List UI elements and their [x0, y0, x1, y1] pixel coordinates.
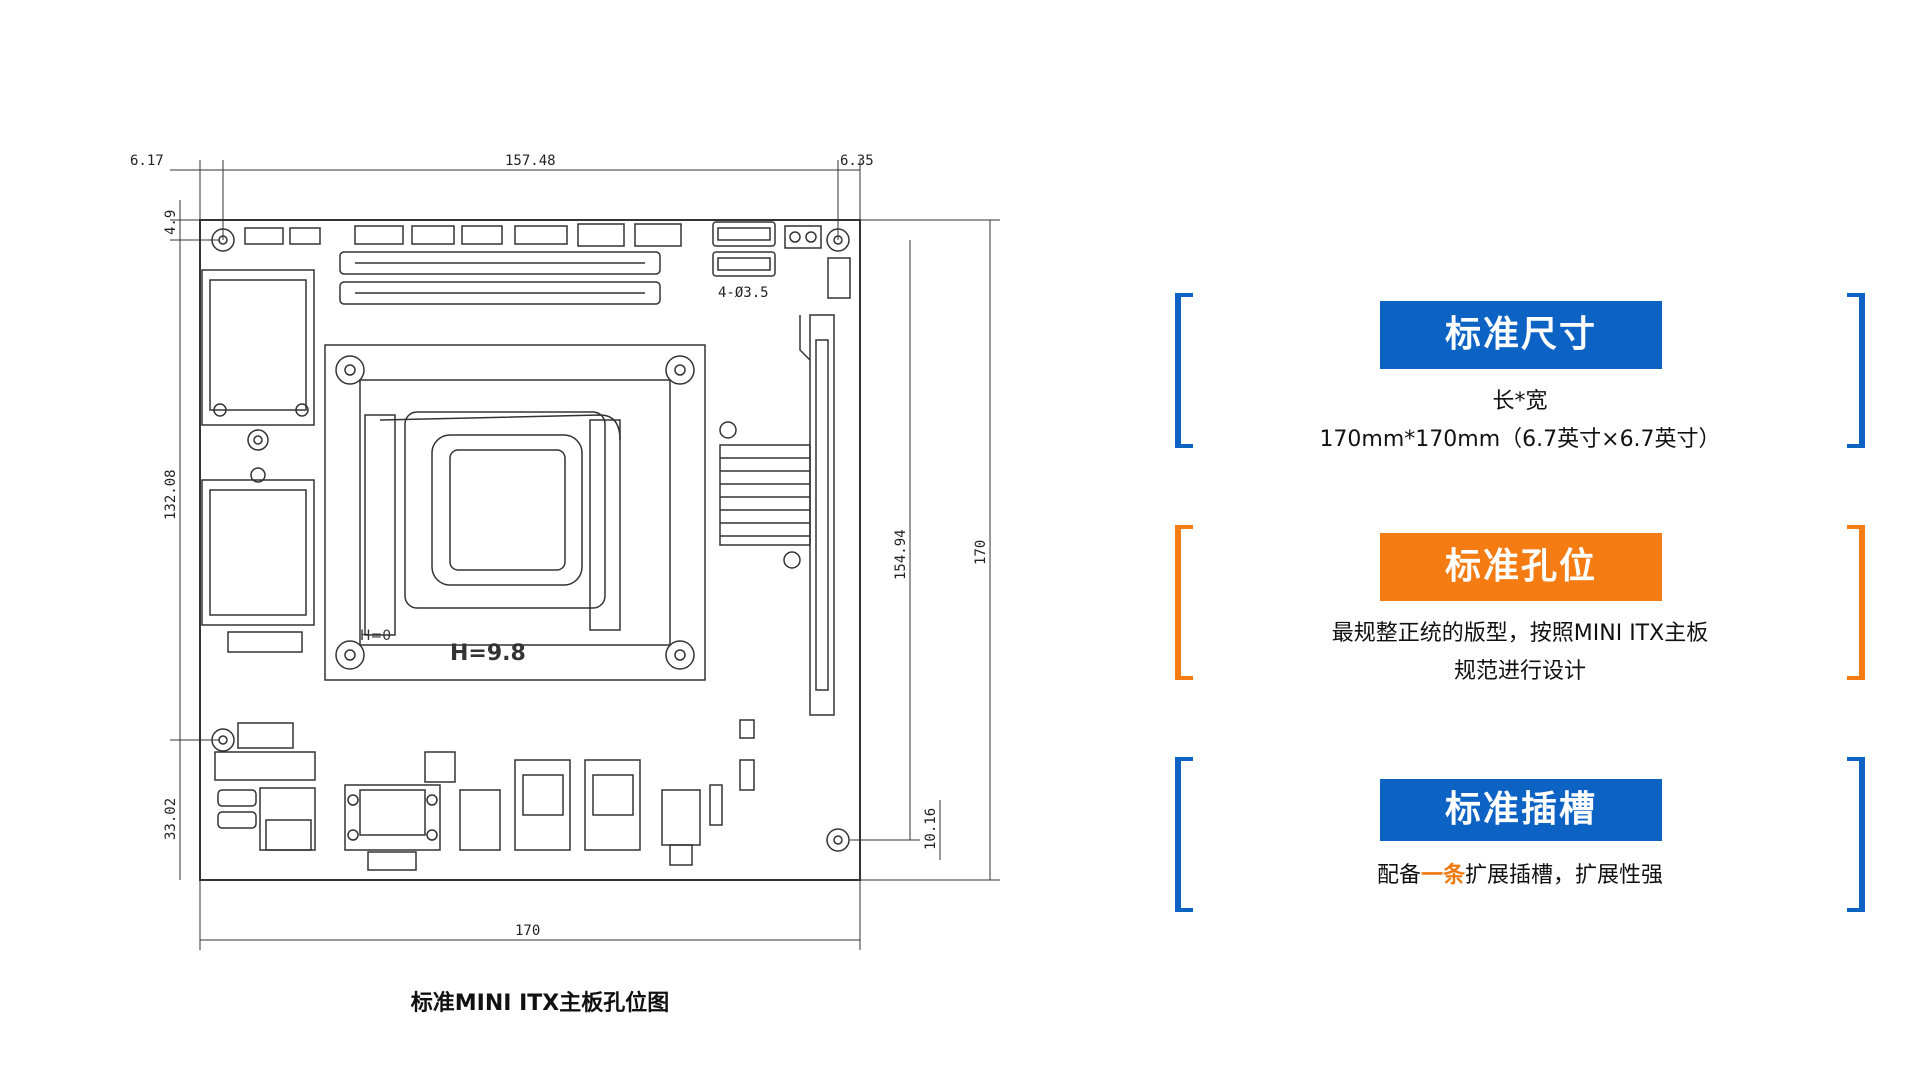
dim-left-lower-span: 33.02 [163, 798, 179, 840]
motherboard-drawing: 6.17 157.48 6.35 4.9 132.08 33.02 154.94… [130, 140, 1010, 970]
card-line-highlight: 一条 [1420, 863, 1465, 888]
bracket-right [1847, 757, 1865, 912]
card-line-suffix: 扩展插槽，扩展性强 [1465, 863, 1664, 888]
dim-left-upper-span: 132.08 [163, 469, 179, 520]
hole-note: 4-Ø3.5 [718, 285, 769, 301]
mounting-hole-top-right [826, 228, 850, 252]
card-body: 长*宽 170mm*170mm（6.7英寸×6.7英寸） [1215, 383, 1825, 459]
dim-top-right-offset: 6.35 [840, 153, 874, 169]
dim-bottom-span: 170 [515, 923, 540, 939]
diagram-caption: 标准MINI ITX主板孔位图 [410, 991, 670, 1016]
left-modules [201, 269, 315, 653]
bracket-right [1847, 525, 1865, 680]
dim-right-lower-span: 10.16 [923, 808, 939, 850]
card-line: 长*宽 [1492, 389, 1548, 414]
rear-io [214, 719, 755, 871]
dim-right-outer-span: 170 [973, 540, 989, 565]
card-title: 标准孔位 [1380, 533, 1662, 601]
card-body: 最规整正统的版型，按照MINI ITX主板 规范进行设计 [1215, 615, 1825, 691]
motherboard-svg: 6.17 157.48 6.35 4.9 132.08 33.02 154.94… [130, 153, 1000, 950]
bracket-left [1175, 525, 1193, 680]
dim-right-inner-span: 154.94 [893, 529, 909, 580]
card-line: 170mm*170mm（6.7英寸×6.7英寸） [1319, 427, 1721, 452]
mounting-hole-bottom-left [211, 728, 235, 752]
card-line-prefix: 配备 [1376, 863, 1421, 888]
cpu-height-note: H=9.8 [450, 641, 526, 666]
bracket-right [1847, 293, 1865, 448]
bracket-left [1175, 293, 1193, 448]
memory-slots [339, 251, 661, 305]
card-line: 最规整正统的版型，按照MINI ITX主板 [1331, 621, 1709, 646]
card-body: 配备一条扩展插槽，扩展性强 [1215, 857, 1825, 895]
socket-height-note: H=0 [360, 628, 391, 644]
mounting-hole-top-left [211, 228, 235, 252]
card-title: 标准尺寸 [1380, 301, 1662, 369]
chipset-heatsink [719, 421, 811, 569]
card-standard-slot: 标准插槽 配备一条扩展插槽，扩展性强 [1175, 757, 1865, 912]
dim-top-left-offset: 6.17 [130, 153, 164, 169]
card-title: 标准插槽 [1380, 779, 1662, 841]
dim-left-top-offset: 4.9 [163, 210, 179, 235]
mounting-hole-bottom-right [826, 828, 850, 852]
card-line: 规范进行设计 [1453, 659, 1586, 684]
side-header [827, 257, 851, 299]
cpu-socket [324, 344, 706, 681]
card-standard-holes: 标准孔位 最规整正统的版型，按照MINI ITX主板 规范进行设计 [1175, 525, 1865, 684]
bracket-left [1175, 757, 1193, 912]
top-headers [244, 223, 682, 247]
sata-ports [712, 221, 822, 277]
board-outline [199, 219, 861, 881]
pcie-slot [799, 314, 835, 716]
card-standard-size: 标准尺寸 长*宽 170mm*170mm（6.7英寸×6.7英寸） [1175, 293, 1865, 452]
dim-top-span: 157.48 [505, 153, 556, 169]
